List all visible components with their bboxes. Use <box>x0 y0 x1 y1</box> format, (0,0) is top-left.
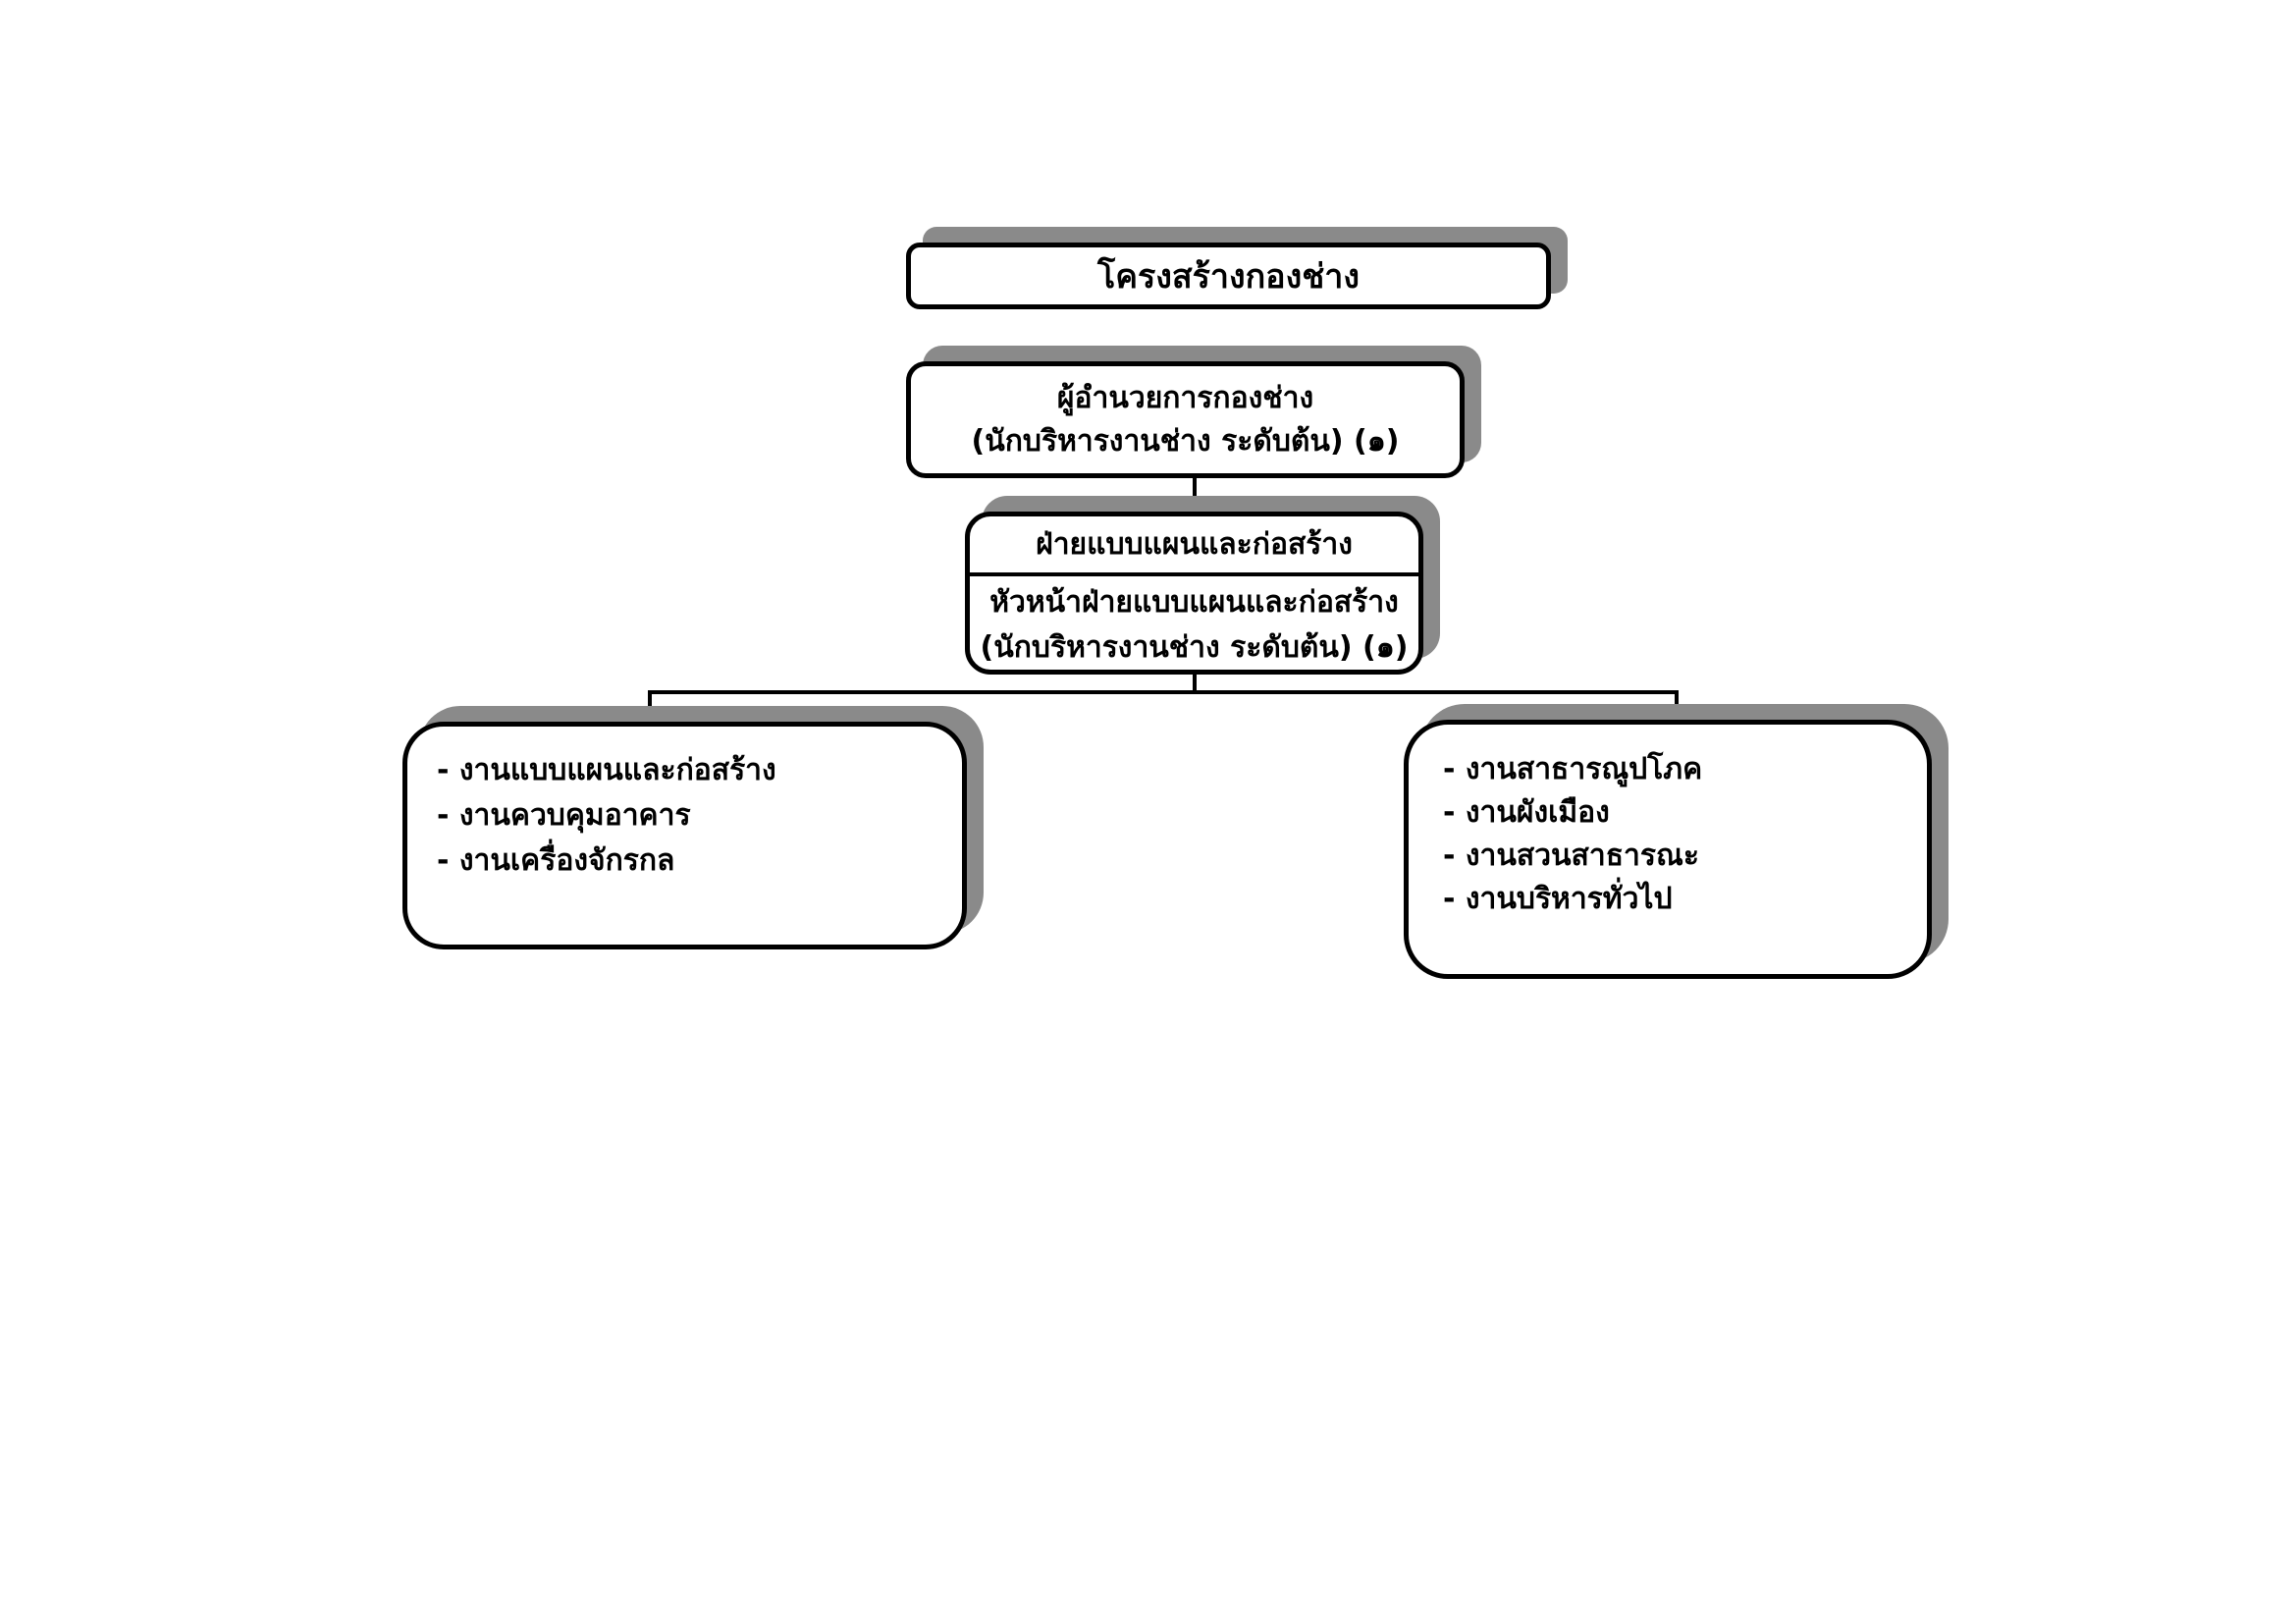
duty-item: - งานแบบแผนและก่อสร้าง <box>437 753 776 787</box>
director-position: (นักบริหารงานช่าง ระดับต้น) (๑) <box>971 423 1400 459</box>
connector-branch-line <box>648 690 1679 694</box>
org-title-text: โครงสร้างกองช่าง <box>1097 257 1360 297</box>
right-duties-box: - งานสาธารณูปโภค - งานผังเมือง - งานสวนส… <box>1404 720 1932 979</box>
director-box: ผู้อำนวยการกองช่าง (นักบริหารงานช่าง ระด… <box>906 361 1465 478</box>
connector-director-to-division <box>1193 478 1197 514</box>
connector-left-branch-drop <box>648 690 652 724</box>
division-body: หัวหน้าฝ่ายแบบแผนและก่อสร้าง (นักบริหารง… <box>970 576 1418 670</box>
duty-item: - งานสวนสาธารณะ <box>1443 839 1699 873</box>
duty-item: - งานบริหารทั่วไป <box>1443 882 1673 916</box>
division-name: ฝ่ายแบบแผนและก่อสร้าง <box>1036 527 1353 562</box>
division-head-name: หัวหน้าฝ่ายแบบแผนและก่อสร้าง <box>989 584 1399 620</box>
duty-item: - งานผังเมือง <box>1443 795 1610 830</box>
duty-item: - งานควบคุมอาคาร <box>437 798 691 833</box>
connector-division-stem <box>1193 675 1197 692</box>
division-box: ฝ่ายแบบแผนและก่อสร้าง หัวหน้าฝ่ายแบบแผนแ… <box>965 512 1423 675</box>
left-duties-box: - งานแบบแผนและก่อสร้าง - งานควบคุมอาคาร … <box>402 722 967 949</box>
division-header: ฝ่ายแบบแผนและก่อสร้าง <box>970 516 1418 576</box>
connector-right-branch-drop <box>1675 690 1679 722</box>
director-name: ผู้อำนวยการกองช่าง <box>1056 380 1314 415</box>
duty-item: - งานเครื่องจักรกล <box>437 843 675 878</box>
duty-item: - งานสาธารณูปโภค <box>1443 752 1703 786</box>
org-title-box: โครงสร้างกองช่าง <box>906 243 1551 309</box>
division-head-position: (นักบริหารงานช่าง ระดับต้น) (๑) <box>980 629 1409 665</box>
